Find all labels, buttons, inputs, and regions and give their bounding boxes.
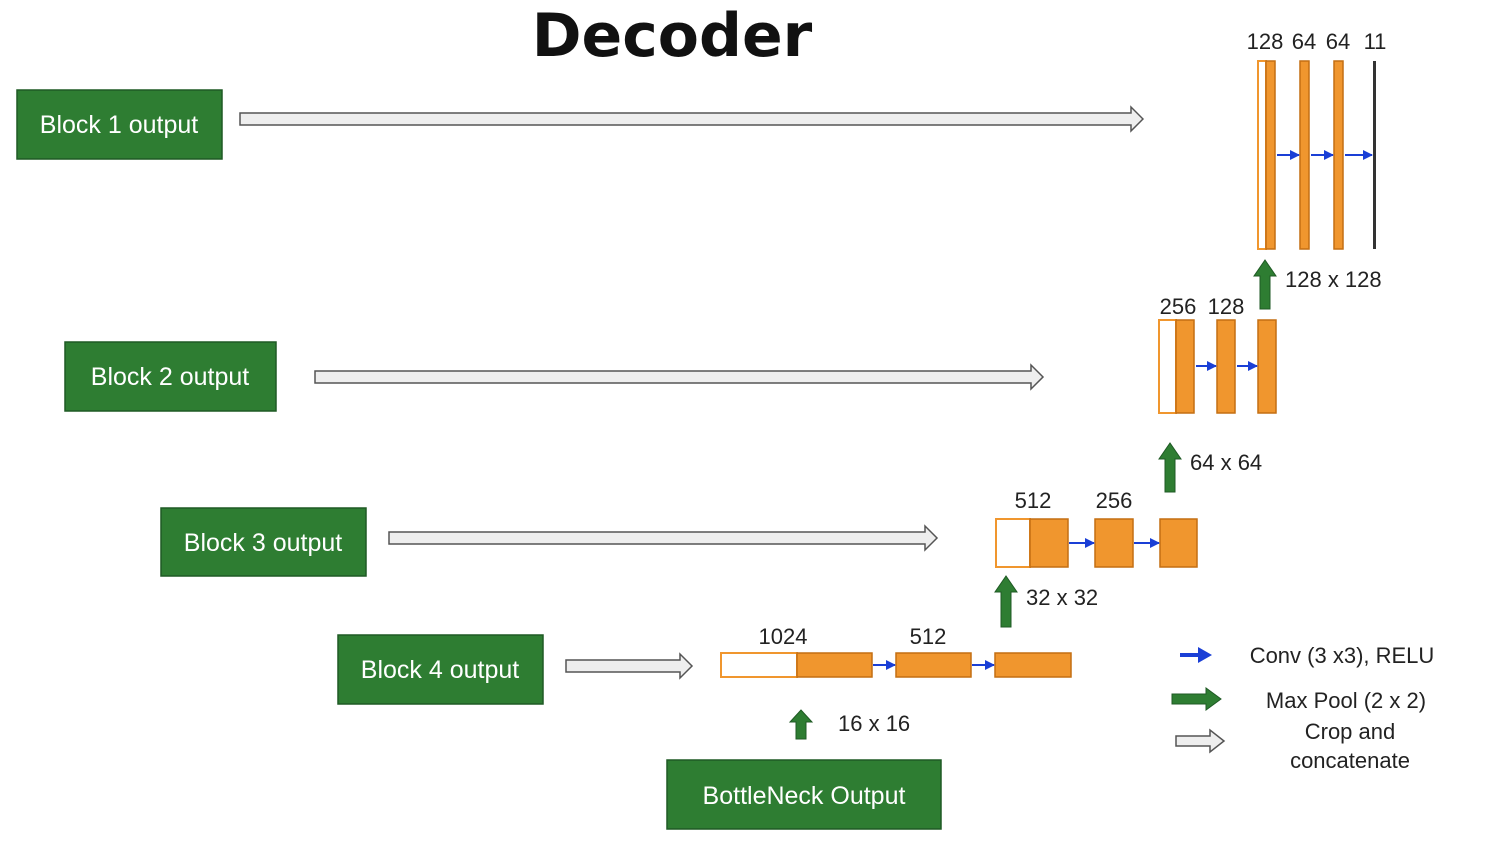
level-3-features: 512 256	[995, 488, 1198, 568]
channel-label-128-l1: 128	[1247, 29, 1284, 54]
feature-map-upsampled-64	[1265, 60, 1276, 250]
upsample-arrow-16	[788, 709, 814, 740]
feature-map-conv-512-a	[895, 652, 972, 678]
legend: Conv (3 x3), RELU Max Pool (2 x 2) Crop …	[1171, 643, 1435, 773]
block-2-output-label: Block 2 output	[91, 363, 249, 391]
feature-map-conv-256-a	[1094, 518, 1134, 568]
feature-map-upsampled-256	[1029, 518, 1069, 568]
crop-arrow-block-2	[314, 363, 1045, 391]
upsample-arrow-128	[1253, 259, 1277, 310]
level-1-features: 128 64 64 11	[1247, 29, 1387, 250]
block-4-output-label: Block 4 output	[361, 656, 519, 684]
legend-conv-arrow-icon	[1180, 647, 1212, 663]
channel-label-64-l1-b: 64	[1326, 29, 1350, 54]
bottleneck-output-box: BottleNeck Output	[666, 759, 942, 830]
feature-map-concat-1024	[720, 652, 798, 678]
feature-map-concat-512	[995, 518, 1031, 568]
legend-maxpool-arrow-icon	[1171, 687, 1222, 711]
channel-label-512: 512	[910, 624, 947, 649]
block-2-output-box: Block 2 output	[64, 341, 277, 412]
size-label-16: 16 x 16	[838, 711, 910, 736]
crop-arrow-block-1	[239, 105, 1145, 133]
legend-crop-label-line1: Crop and	[1305, 719, 1396, 744]
channel-label-256-l3: 256	[1096, 488, 1133, 513]
block-3-output-label: Block 3 output	[184, 529, 342, 557]
feature-map-concat-128	[1257, 60, 1267, 250]
channel-label-128-l2: 128	[1208, 294, 1245, 319]
feature-map-output-11	[1373, 61, 1376, 249]
legend-conv-label: Conv (3 x3), RELU	[1250, 643, 1435, 668]
feature-map-conv-128-b	[1257, 319, 1277, 414]
level-2-features: 256 128	[1158, 294, 1277, 414]
block-1-output-box: Block 1 output	[16, 89, 223, 160]
channel-label-256-l2: 256	[1160, 294, 1197, 319]
channel-label-1024: 1024	[759, 624, 808, 649]
diagram-title: Decoder	[532, 1, 813, 71]
block-3-output-box: Block 3 output	[160, 507, 367, 577]
channel-label-512-l3: 512	[1015, 488, 1052, 513]
level-4-features: 1024 512	[720, 624, 1072, 678]
feature-map-conv-128-a	[1216, 319, 1236, 414]
legend-maxpool-label: Max Pool (2 x 2)	[1266, 688, 1426, 713]
legend-crop-arrow-icon	[1175, 728, 1226, 754]
size-label-32: 32 x 32	[1026, 585, 1098, 610]
crop-arrow-block-4	[565, 652, 694, 680]
size-label-128: 128 x 128	[1285, 267, 1382, 292]
legend-crop-label-line2: concatenate	[1290, 748, 1410, 773]
feature-map-conv-256-b	[1159, 518, 1198, 568]
channel-label-64-l1-a: 64	[1292, 29, 1316, 54]
channel-label-11-l1: 11	[1364, 29, 1387, 54]
feature-map-upsampled-128	[1175, 319, 1195, 414]
feature-map-conv-512-b	[994, 652, 1072, 678]
size-label-64: 64 x 64	[1190, 450, 1262, 475]
upsample-arrow-32	[994, 575, 1018, 628]
upsample-arrow-64	[1158, 442, 1182, 493]
crop-arrow-block-3	[388, 524, 939, 552]
block-1-output-label: Block 1 output	[40, 111, 198, 139]
feature-map-conv-64-a	[1299, 60, 1310, 250]
feature-map-upsampled-512	[796, 652, 873, 678]
feature-map-conv-64-b	[1333, 60, 1344, 250]
feature-map-concat-256	[1158, 319, 1177, 414]
bottleneck-output-label: BottleNeck Output	[703, 782, 906, 810]
block-4-output-box: Block 4 output	[337, 634, 544, 705]
